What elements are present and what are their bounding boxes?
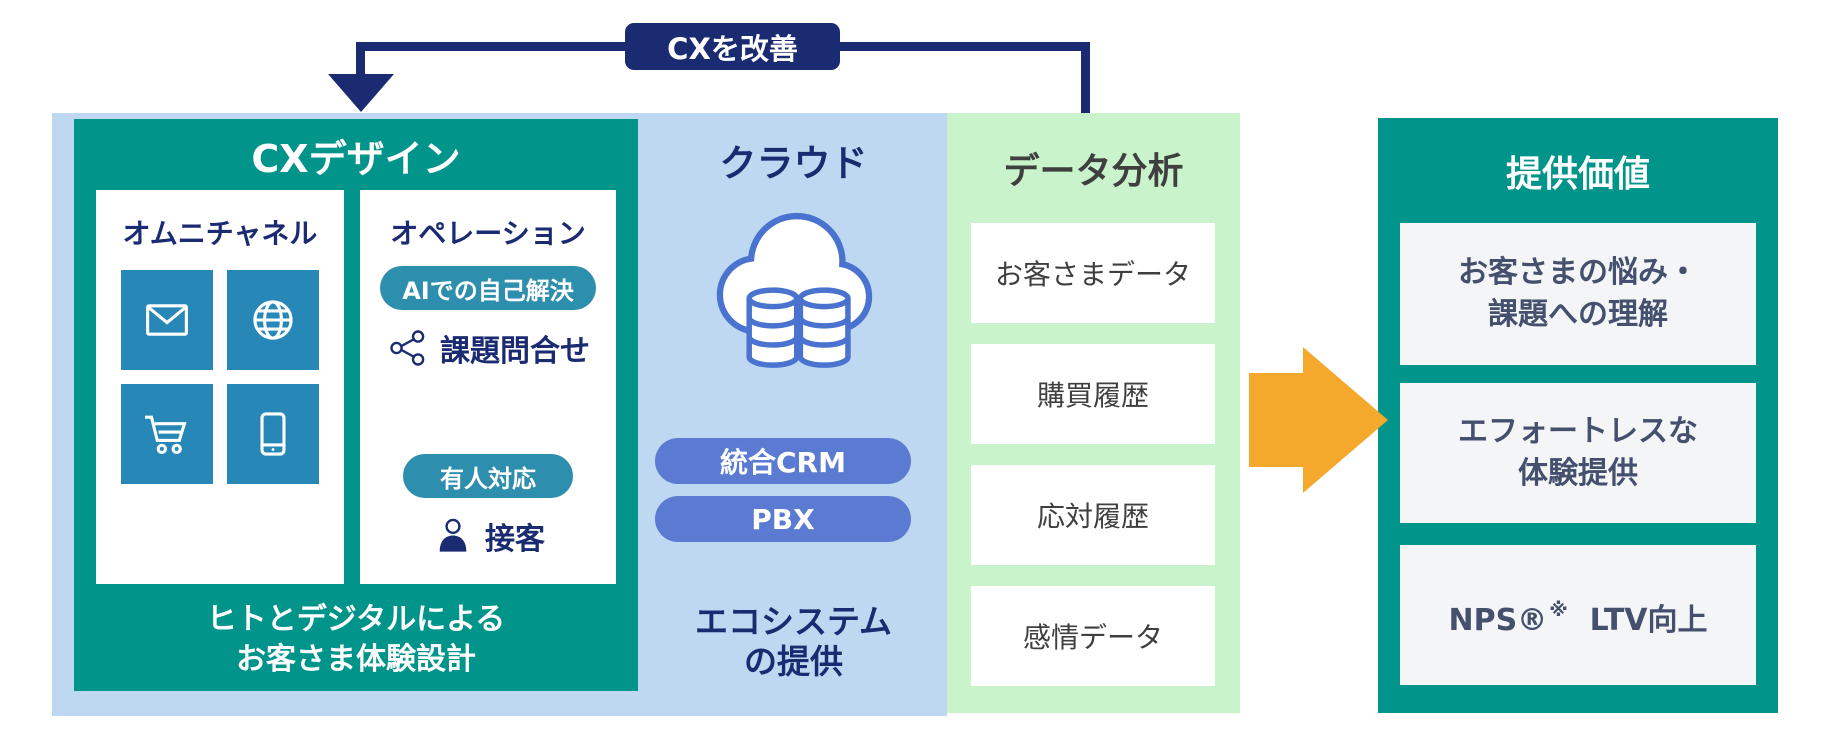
value-box1-line1: お客さまの悩み・	[1458, 255, 1698, 290]
flow-arrow-body	[1249, 373, 1303, 467]
smartphone-icon	[260, 412, 286, 456]
omnichannel-card: オムニチャネル	[96, 190, 344, 584]
ec-channel-tile	[121, 384, 213, 484]
person-icon	[439, 518, 467, 552]
value-box-effortless: エフォートレスな 体験提供	[1400, 383, 1756, 523]
provided-value-title: 提供価値	[1505, 154, 1650, 195]
channel-tile-grid	[121, 270, 319, 484]
value-box2-line1: エフォートレスな	[1458, 414, 1698, 449]
omnichannel-title: オムニチャネル	[122, 217, 318, 250]
emotion-data-box: 感情データ	[971, 586, 1215, 686]
nps-label: NPS®	[1448, 602, 1548, 638]
cx-caption-line1: ヒトとデジタルによる	[206, 602, 506, 637]
mail-channel-tile	[121, 270, 213, 370]
ecosystem-caption-line1: エコシステム	[694, 602, 892, 641]
ecosystem-caption: エコシステム の提供	[640, 602, 947, 682]
value-box-understanding: お客さまの悩み・ 課題への理解	[1400, 223, 1756, 365]
globe-icon	[253, 300, 293, 340]
nps-footnote-mark: ※	[1549, 598, 1568, 621]
loop-line-right	[1081, 42, 1090, 116]
manned-support-pill: 有人対応	[403, 454, 573, 498]
purchase-history-box: 購買履歴	[971, 344, 1215, 444]
issue-inquiry-label: 課題問合せ	[440, 334, 590, 369]
mail-icon	[146, 304, 188, 336]
data-analysis-title: データ分析	[1003, 151, 1184, 192]
value-box1-line2: 課題への理解	[1488, 297, 1668, 332]
ecosystem-caption-line2: の提供	[744, 642, 843, 681]
ai-self-solve-pill: AIでの自己解決	[380, 266, 596, 310]
operation-card: オペレーション AIでの自己解決 課題問合せ 有人対応 接客	[360, 190, 616, 584]
integrated-crm-pill: 統合CRM	[655, 438, 911, 484]
web-channel-tile	[227, 270, 319, 370]
share-icon	[390, 330, 425, 366]
cloud-title: クラウド	[719, 142, 868, 185]
cx-improve-badge: CXを改善	[625, 23, 840, 70]
ltv-label: LTV向上	[1589, 602, 1708, 638]
cart-icon	[145, 415, 187, 455]
loop-line-left	[356, 42, 365, 76]
value-box-nps-ltv: NPS®※ LTV向上	[1400, 545, 1756, 685]
customer-data-box: お客さまデータ	[971, 223, 1215, 323]
customer-service-row: 接客	[360, 514, 616, 558]
cx-caption-line2: お客さま体験設計	[236, 642, 476, 677]
customer-service-label: 接客	[485, 522, 545, 557]
pbx-pill: PBX	[655, 496, 911, 542]
response-history-box: 応対履歴	[971, 465, 1215, 565]
cx-design-caption: ヒトとデジタルによる お客さま体験設計	[74, 600, 638, 680]
database-cylinders-icon	[746, 287, 851, 368]
cloud-database-icon	[716, 212, 873, 368]
flow-arrow-right-icon	[1303, 347, 1388, 493]
issue-inquiry-row: 課題問合せ	[360, 326, 616, 370]
operation-title: オペレーション	[390, 217, 586, 250]
loop-arrowhead-down-icon	[328, 74, 394, 112]
value-box2-line2: 体験提供	[1518, 456, 1638, 491]
app-channel-tile	[227, 384, 319, 484]
cx-design-title: CXデザイン	[251, 137, 461, 181]
